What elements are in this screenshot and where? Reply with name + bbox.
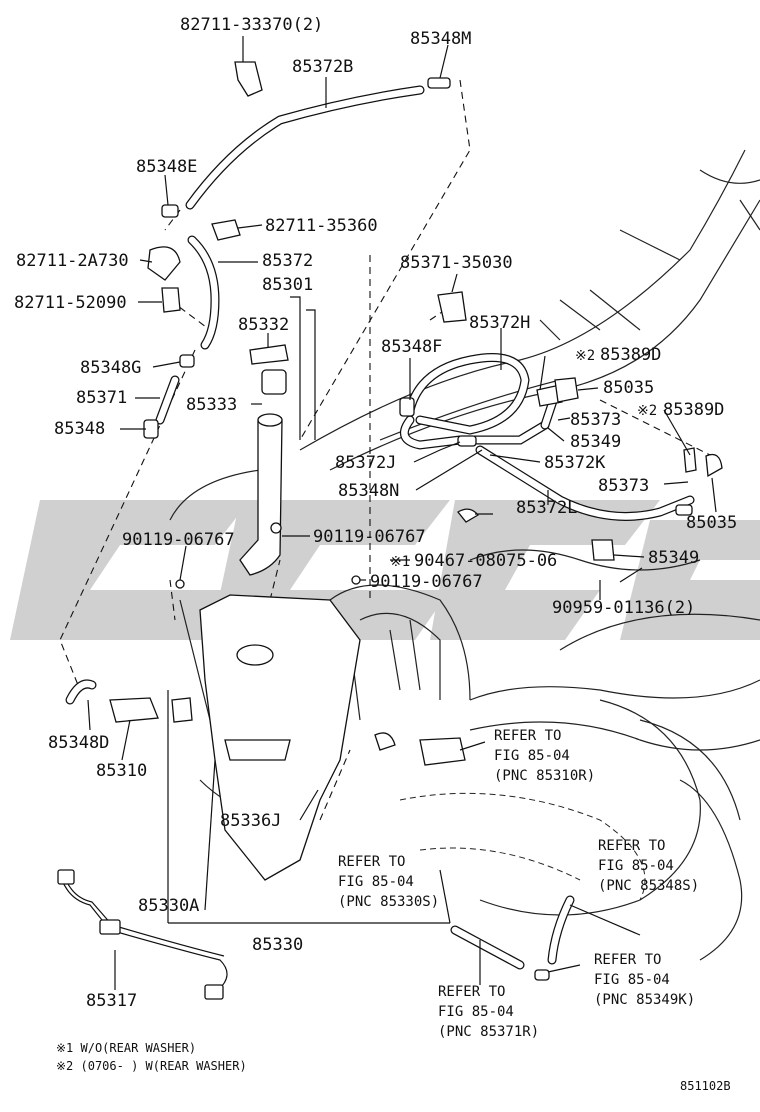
svg-text:(PNC 85330S): (PNC 85330S) bbox=[338, 894, 439, 910]
label-85301: 85301 bbox=[262, 275, 313, 295]
label-85349-b: 85349 bbox=[648, 548, 699, 568]
label-90119-06767-a: 90119-06767 bbox=[122, 530, 235, 550]
label-82711-2A730: 82711-2A730 bbox=[16, 251, 129, 271]
label-85348F: 85348F bbox=[381, 337, 442, 357]
label-85035-b: 85035 bbox=[686, 513, 737, 533]
washer-tank bbox=[109, 344, 479, 881]
svg-text:(PNC 85310R): (PNC 85310R) bbox=[494, 768, 595, 784]
label-85348G: 85348G bbox=[80, 358, 141, 378]
label-85373-a: 85373 bbox=[570, 410, 621, 430]
label-85035-a: 85035 bbox=[603, 378, 654, 398]
hoses bbox=[65, 85, 695, 970]
label-85373-b: 85373 bbox=[598, 476, 649, 496]
svg-text:(PNC 85348S): (PNC 85348S) bbox=[598, 878, 699, 894]
label-85336J: 85336J bbox=[220, 811, 281, 831]
svg-text:(PNC 85349K): (PNC 85349K) bbox=[594, 992, 695, 1008]
svg-text:FIG 85-04: FIG 85-04 bbox=[598, 858, 674, 874]
svg-text:FIG 85-04: FIG 85-04 bbox=[338, 874, 414, 890]
label-85389D-a: 85389D bbox=[600, 345, 661, 365]
refer-85330S: REFER TO FIG 85-04 (PNC 85330S) bbox=[338, 854, 439, 910]
part-labels: 82711-33370(2) 85348M 85372B 85348E 8271… bbox=[14, 15, 737, 1011]
label-85333: 85333 bbox=[186, 395, 237, 415]
svg-text:REFER TO: REFER TO bbox=[594, 952, 661, 968]
label-90467-08075-06: 90467-08075-06 bbox=[414, 551, 557, 571]
marker-1: ※1 bbox=[390, 554, 410, 570]
svg-text:FIG 85-04: FIG 85-04 bbox=[594, 972, 670, 988]
refer-85310R: REFER TO FIG 85-04 (PNC 85310R) bbox=[494, 728, 595, 784]
joints bbox=[143, 77, 693, 981]
label-82711-35360: 82711-35360 bbox=[265, 216, 378, 236]
refer-notes: REFER TO FIG 85-04 (PNC 85310R) REFER TO… bbox=[338, 728, 699, 1040]
label-90119-06767-b: 90119-06767 bbox=[313, 527, 426, 547]
label-85372J: 85372J bbox=[335, 453, 396, 473]
clamps bbox=[147, 61, 723, 561]
svg-text:REFER TO: REFER TO bbox=[338, 854, 405, 870]
label-90119-06767-c: 90119-06767 bbox=[370, 572, 483, 592]
label-85317: 85317 bbox=[86, 991, 137, 1011]
label-85389D-b: 85389D bbox=[663, 400, 724, 420]
label-85372: 85372 bbox=[262, 251, 313, 271]
diagram-id: 851102B bbox=[680, 1079, 731, 1093]
label-85348D: 85348D bbox=[48, 733, 109, 753]
label-85372H: 85372H bbox=[469, 313, 530, 333]
label-85348: 85348 bbox=[54, 419, 105, 439]
label-82711-52090: 82711-52090 bbox=[14, 293, 127, 313]
wire-harness bbox=[57, 869, 228, 1000]
label-85372K: 85372K bbox=[544, 453, 606, 473]
svg-text:(PNC 85371R): (PNC 85371R) bbox=[438, 1024, 539, 1040]
svg-text:REFER TO: REFER TO bbox=[438, 984, 505, 1000]
refer-85348S: REFER TO FIG 85-04 (PNC 85348S) bbox=[598, 838, 699, 894]
footnotes: ※1 W/O(REAR WASHER) ※2 (0706- ) W(REAR W… bbox=[56, 1041, 731, 1093]
svg-text:FIG 85-04: FIG 85-04 bbox=[438, 1004, 514, 1020]
label-85371: 85371 bbox=[76, 388, 127, 408]
label-85348E: 85348E bbox=[136, 157, 197, 177]
refer-85349K: REFER TO FIG 85-04 (PNC 85349K) bbox=[594, 952, 695, 1008]
refer-85371R: REFER TO FIG 85-04 (PNC 85371R) bbox=[438, 984, 539, 1040]
label-82711-33370: 82711-33370(2) bbox=[180, 15, 323, 35]
label-85330: 85330 bbox=[252, 935, 303, 955]
footnote-1: ※1 W/O(REAR WASHER) bbox=[56, 1041, 196, 1055]
svg-text:REFER TO: REFER TO bbox=[598, 838, 665, 854]
label-85349-a: 85349 bbox=[570, 432, 621, 452]
label-85348N: 85348N bbox=[338, 481, 399, 501]
label-85332: 85332 bbox=[238, 315, 289, 335]
marker-2a: ※2 bbox=[575, 348, 595, 364]
label-85348M: 85348M bbox=[410, 29, 471, 49]
leader-lines bbox=[87, 36, 717, 990]
svg-text:REFER TO: REFER TO bbox=[494, 728, 561, 744]
label-85330A: 85330A bbox=[138, 896, 199, 916]
label-85372B: 85372B bbox=[292, 57, 353, 77]
label-85310: 85310 bbox=[96, 761, 147, 781]
label-85372L: 85372L bbox=[516, 498, 577, 518]
marker-2b: ※2 bbox=[637, 403, 657, 419]
label-85371-35030: 85371-35030 bbox=[400, 253, 513, 273]
svg-text:FIG 85-04: FIG 85-04 bbox=[494, 748, 570, 764]
footnote-2: ※2 (0706- ) W(REAR WASHER) bbox=[56, 1059, 247, 1073]
label-90959-01136: 90959-01136(2) bbox=[552, 598, 695, 618]
